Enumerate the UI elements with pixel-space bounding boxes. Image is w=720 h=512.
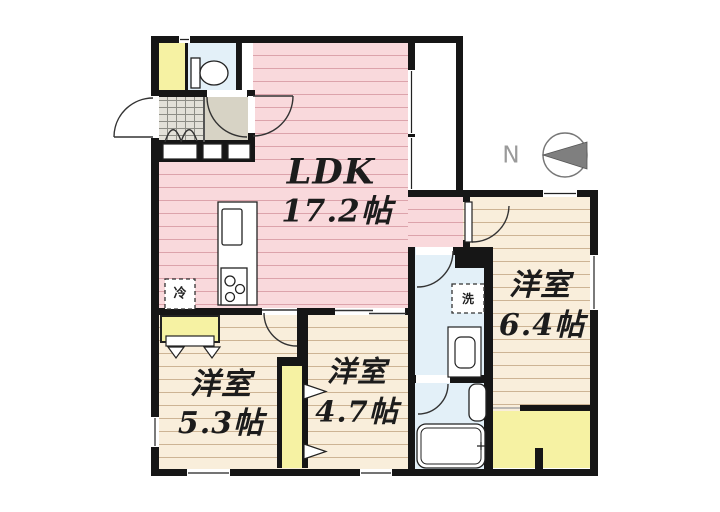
bedroom-left-size: 5.3帖: [177, 406, 265, 441]
bedroom-middle-size: 4.7帖: [315, 394, 399, 429]
north-label: N: [502, 142, 520, 169]
hallway-floor: [205, 97, 250, 142]
shoe-cabinets: [162, 143, 251, 160]
ldk-floor-upper: [253, 43, 408, 162]
tile-hall-divider: [203, 97, 205, 142]
kitchen-counter: [217, 201, 258, 306]
washing-machine-label: 洗: [461, 292, 475, 306]
toilet-icon: [190, 57, 229, 89]
window-glass-lines: [154, 38, 595, 474]
north-arrow-icon: [541, 132, 588, 178]
door-swing-icon: [113, 95, 510, 415]
vanity-icon: [447, 326, 482, 378]
entrance-storage-floor: [159, 43, 186, 90]
refrigerator-box: [164, 278, 196, 310]
closet-marks: [165, 335, 328, 460]
bedroom-right-label: 洋室: [509, 268, 571, 303]
door-leaf: [464, 201, 473, 243]
bedroom-middle-label: 洋室: [326, 354, 388, 389]
ldk-floor-east: [408, 197, 463, 247]
walls: [151, 36, 598, 476]
ldk-size: 17.2帖: [281, 193, 393, 230]
bedroom-right-size: 6.4帖: [498, 308, 586, 343]
ldk-label: LDK: [286, 151, 376, 193]
bathtub-icon: [416, 383, 487, 469]
ldk-floor-main: [159, 162, 408, 308]
sink-icon: [221, 208, 243, 246]
refrigerator-label: 冷: [173, 286, 187, 302]
entrance-tile-floor: [159, 97, 205, 142]
bedroom-left-label: 洋室: [190, 367, 252, 402]
washing-machine-box: [451, 283, 485, 314]
closet-middle-room: [282, 360, 302, 468]
